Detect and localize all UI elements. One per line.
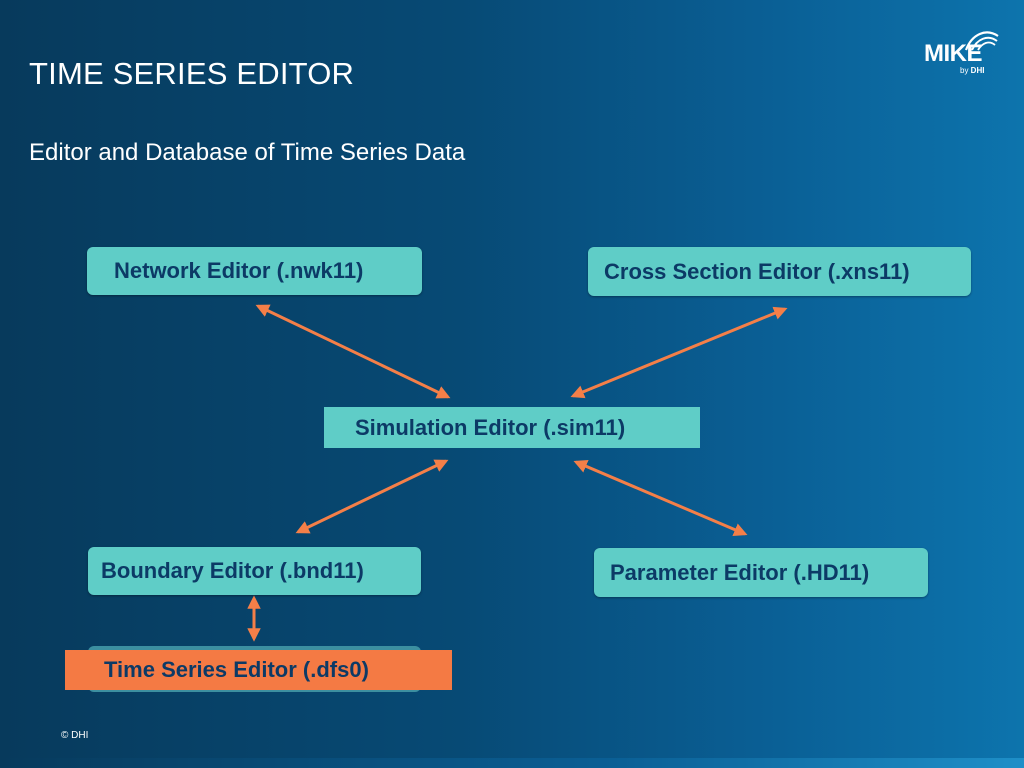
node-time-series-editor: Time Series Editor (.dfs0) — [65, 650, 452, 690]
arrow-network-simulation — [255, 304, 451, 399]
node-boundary-editor: Boundary Editor (.bnd11) — [88, 547, 421, 595]
node-parameter-editor: Parameter Editor (.HD11) — [594, 548, 928, 597]
logo-wordmark: MIKE — [924, 40, 983, 67]
node-cross-section-editor: Cross Section Editor (.xns11) — [588, 247, 971, 296]
slide-title: TIME SERIES EDITOR — [29, 56, 355, 91]
node-simulation-editor: Simulation Editor (.sim11) — [324, 407, 700, 448]
arrow-simulation-boundary — [295, 459, 449, 534]
bottom-accent-bar — [0, 758, 1024, 768]
wave-icon — [964, 31, 999, 51]
logo-byline: by DHI — [960, 66, 985, 75]
copyright-footer: © DHI — [61, 730, 89, 741]
slide-subtitle: Editor and Database of Time Series Data — [29, 139, 466, 166]
mike-by-dhi-logo: MIKE by DHI — [924, 26, 1002, 76]
arrow-simulation-parameter — [573, 460, 748, 536]
arrow-cross-section-simulation — [570, 306, 788, 399]
node-network-editor: Network Editor (.nwk11) — [87, 247, 422, 295]
